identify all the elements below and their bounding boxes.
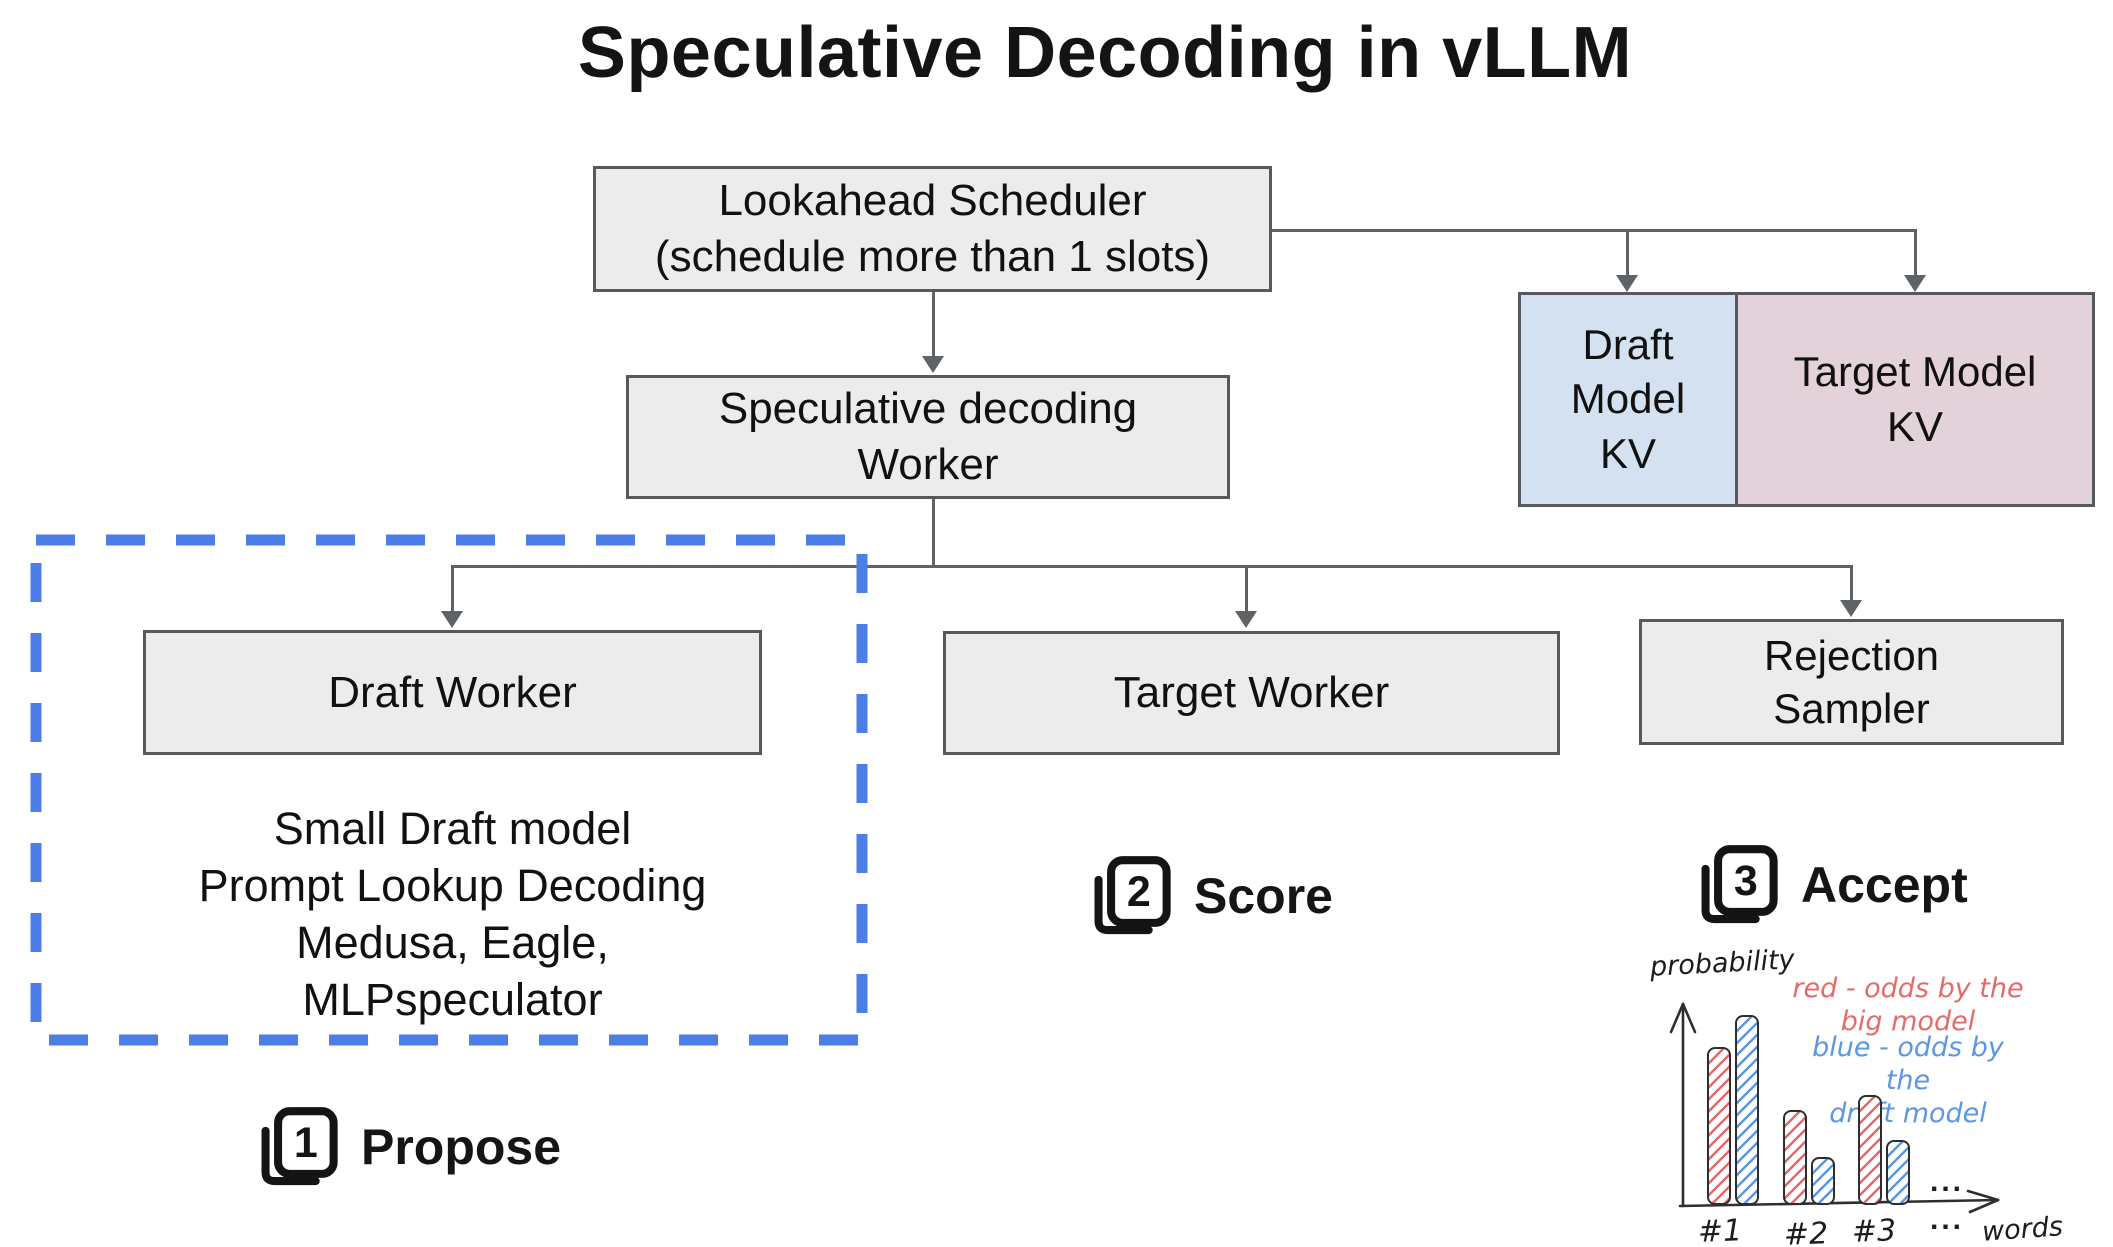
propose-dashed-region (30, 534, 868, 1046)
connector-branch-horizontal (451, 565, 1853, 568)
connector-target-kv-vertical (1914, 229, 1917, 277)
arrowhead-spec-worker (922, 356, 944, 373)
svg-text:2: 2 (1127, 868, 1151, 916)
x-axis-line (1678, 1198, 2000, 1208)
draft-worker-notes: Small Draft model Prompt Lookup Decoding… (198, 803, 707, 1025)
step-propose: 1 Propose (253, 1104, 561, 1190)
connector-scheduler-worker (932, 292, 935, 358)
bar-2-blue (1811, 1157, 1835, 1205)
bar-1-red (1707, 1047, 1731, 1205)
cat-label-2: #2 (1783, 1216, 1829, 1247)
step-accept: 3 Accept (1693, 842, 1968, 928)
arrowhead-target-worker (1235, 611, 1257, 628)
node-speculative-decoding-worker: Speculative decoding Worker (626, 375, 1230, 499)
bar-2-red (1783, 1110, 1807, 1205)
bar-1-blue (1735, 1015, 1759, 1205)
arrowhead-draft-worker (441, 611, 463, 628)
connector-draft-worker-vertical (451, 565, 454, 612)
ellipsis-above-axis: ... (1930, 1165, 1965, 1198)
connector-rejection-vertical (1850, 565, 1853, 602)
step-propose-label: Propose (361, 1119, 562, 1175)
step-score: 2 Score (1086, 853, 1333, 939)
connector-scheduler-kv-horizontal (1272, 229, 1917, 232)
stacked-pages-3-icon: 3 (1701, 845, 1778, 924)
bar-3-blue (1886, 1140, 1910, 1205)
ellipsis-below-axis: ... (1930, 1203, 1965, 1236)
node-draft-worker: Draft Worker (143, 630, 762, 755)
chart-axes (1669, 1002, 2000, 1214)
node-rejection-sampler: Rejection Sampler (1639, 619, 2064, 745)
legend-big-model: red - odds by the big model (1792, 973, 2024, 1037)
svg-text:1: 1 (294, 1119, 318, 1167)
arrowhead-draft-kv (1616, 275, 1638, 292)
node-draft-model-kv: Draft Model KV (1518, 292, 1738, 507)
arrowhead-target-kv (1904, 275, 1926, 292)
connector-target-worker-vertical (1245, 565, 1248, 612)
connector-draft-kv-vertical (1626, 229, 1629, 277)
cat-label-1: #1 (1697, 1213, 1743, 1247)
stacked-pages-2-icon: 2 (1094, 856, 1171, 935)
diagram-title: Speculative Decoding in vLLM (577, 13, 1633, 93)
node-target-model-kv: Target Model KV (1735, 292, 2095, 507)
probability-mini-chart: probability words red - odds by the big … (1630, 940, 2113, 1247)
step-accept-label: Accept (1801, 857, 1968, 913)
cat-label-3: #3 (1851, 1213, 1897, 1247)
connector-worker-branch-stem (932, 499, 935, 567)
node-lookahead-scheduler: Lookahead Scheduler (schedule more than … (593, 166, 1272, 292)
svg-text:3: 3 (1734, 857, 1758, 905)
stacked-pages-1-icon: 1 (261, 1107, 338, 1186)
step-score-label: Score (1194, 868, 1333, 924)
node-target-worker: Target Worker (943, 631, 1560, 755)
arrowhead-rejection-sampler (1840, 600, 1862, 617)
bar-3-red (1858, 1095, 1882, 1205)
mini-chart-bars (1630, 940, 2113, 1247)
